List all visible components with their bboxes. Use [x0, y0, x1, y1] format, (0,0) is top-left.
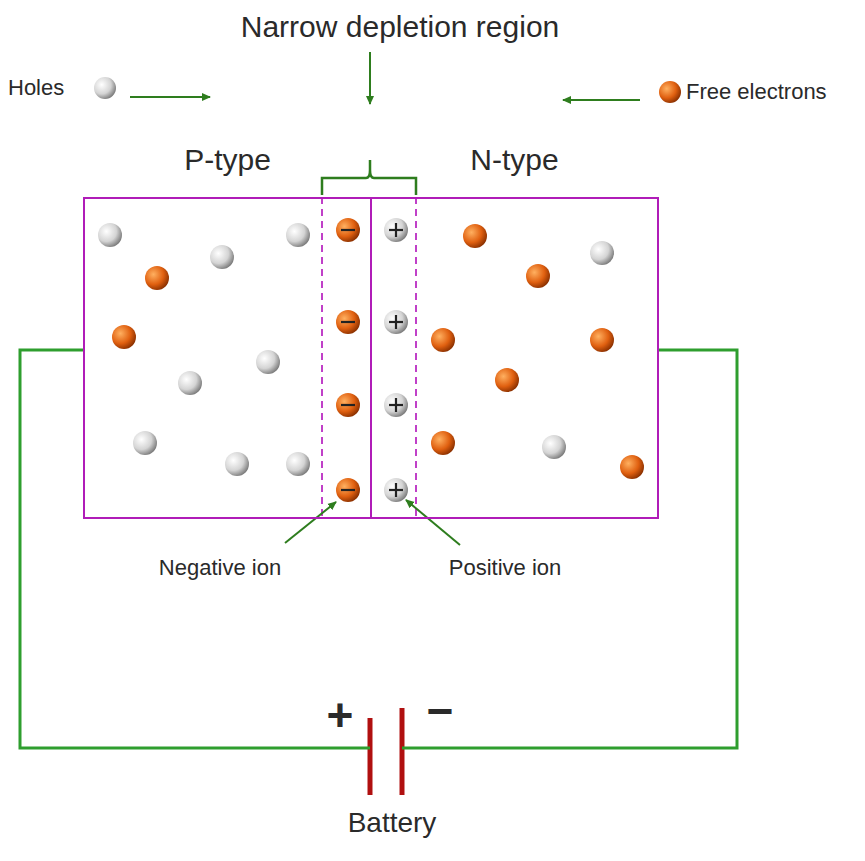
- minus-sign: [341, 489, 355, 491]
- depletion-edge: [321, 197, 323, 518]
- hole: [286, 452, 310, 476]
- region-brace: [322, 160, 416, 195]
- positive-ion: [384, 310, 408, 334]
- free-electron: [495, 368, 519, 392]
- free-electron: [431, 431, 455, 455]
- free-electron: [145, 266, 169, 290]
- free-electron: [112, 325, 136, 349]
- electron-sample: [659, 81, 681, 103]
- circuit-wire: [20, 350, 737, 748]
- plus-sign: [395, 315, 397, 329]
- plus-sign: [395, 223, 397, 237]
- minus-sign: [341, 404, 355, 406]
- region-label: N-type: [372, 143, 657, 177]
- positive-ion: [384, 218, 408, 242]
- depletion-edge: [415, 197, 417, 518]
- semiconductor-region: P-type: [83, 197, 372, 519]
- ion-label: Negative ion: [159, 556, 281, 580]
- region-label: P-type: [85, 143, 370, 177]
- flow-arrow: [130, 96, 210, 98]
- negative-ion: [336, 310, 360, 334]
- hole: [542, 435, 566, 459]
- semiconductor-region: N-type: [370, 197, 659, 519]
- positive-ion: [384, 478, 408, 502]
- flow-arrow: [563, 99, 640, 101]
- negative-ion: [336, 393, 360, 417]
- free-electron: [590, 328, 614, 352]
- ion-label: Positive ion: [449, 556, 562, 580]
- negative-ion: [336, 218, 360, 242]
- hole: [98, 223, 122, 247]
- battery-plate: [400, 708, 405, 795]
- carrier-label: Free electrons: [686, 80, 827, 104]
- positive-ion: [384, 393, 408, 417]
- battery-plate: [368, 718, 373, 795]
- leader-line: [285, 502, 336, 543]
- hole: [133, 431, 157, 455]
- hole: [225, 452, 249, 476]
- title-label: Narrow depletion region: [241, 10, 560, 43]
- hole: [286, 223, 310, 247]
- negative-ion: [336, 478, 360, 502]
- hole: [210, 245, 234, 269]
- free-electron: [620, 455, 644, 479]
- free-electron: [431, 328, 455, 352]
- plus-sign: [395, 483, 397, 497]
- hole: [178, 371, 202, 395]
- carrier-label: Holes: [8, 76, 64, 100]
- minus-sign: [341, 321, 355, 323]
- hole: [590, 241, 614, 265]
- free-electron: [463, 224, 487, 248]
- hole: [256, 350, 280, 374]
- free-electron: [526, 264, 550, 288]
- pointer-arrow: [369, 52, 371, 104]
- minus-sign: [341, 229, 355, 231]
- polarity-sign: +: [327, 690, 354, 741]
- leader-line: [406, 500, 460, 545]
- hole-sample: [94, 77, 116, 99]
- plus-sign: [395, 398, 397, 412]
- battery-label: Battery: [348, 808, 437, 839]
- polarity-sign: −: [427, 686, 454, 737]
